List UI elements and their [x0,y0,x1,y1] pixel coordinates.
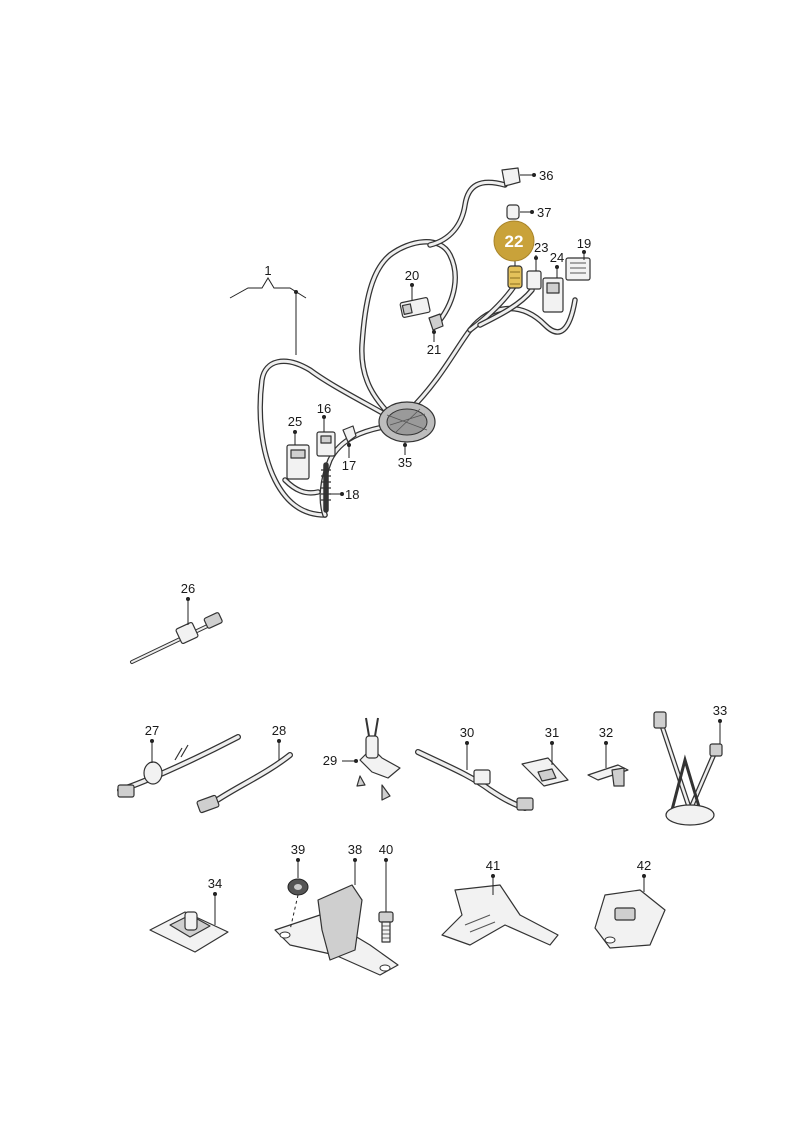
cable-tie-26[interactable] [130,612,223,664]
clip-36[interactable] [501,167,521,187]
callout-28-label[interactable]: 28 [272,723,286,738]
bracket-38[interactable] [274,884,399,976]
callout-31-label[interactable]: 31 [545,725,559,740]
sleeve-18[interactable] [321,462,331,513]
callout-33-label[interactable]: 33 [713,703,727,718]
callout-25-label[interactable]: 25 [288,414,302,429]
connector-19[interactable] [565,257,591,281]
highlight-badge-22[interactable]: 22 [493,220,535,262]
callout-29-label[interactable]: 29 [323,753,337,768]
callout-26-label[interactable]: 26 [181,581,195,596]
callout-36-label[interactable]: 36 [539,168,553,183]
callout-41-label[interactable]: 41 [486,858,500,873]
connector-25[interactable] [286,444,310,480]
clip-32[interactable] [587,764,629,787]
nut-39[interactable] [287,878,309,896]
callout-34-label[interactable]: 34 [208,876,222,891]
cable-tie-30[interactable] [415,749,534,811]
callout-labels: 1 16 17 18 19 20 21 23 24 25 26 27 28 29… [145,168,727,891]
bolt-40[interactable] [378,911,394,943]
connector-20[interactable] [399,297,431,318]
connector-22[interactable] [507,265,523,289]
cable-tie-28[interactable] [196,752,293,814]
clip-17[interactable] [342,425,357,443]
clip-31[interactable] [521,757,569,787]
callout-24-label[interactable]: 24 [550,250,564,265]
callout-1-label[interactable]: 1 [264,263,271,278]
callout-42-label[interactable]: 42 [637,858,651,873]
connector-16[interactable] [316,431,336,457]
cable-tie-27[interactable] [117,734,241,798]
callout-37-label[interactable]: 37 [537,205,551,220]
callout-19-label[interactable]: 19 [577,236,591,251]
callout-32-label[interactable]: 32 [599,725,613,740]
callout-16-label[interactable]: 16 [317,401,331,416]
callout-35-label[interactable]: 35 [398,455,412,470]
callout-17-label[interactable]: 17 [342,458,356,473]
holder-33[interactable] [653,711,723,826]
callout-18-label[interactable]: 18 [345,487,359,502]
callout-20-label[interactable]: 20 [405,268,419,283]
callout-22-label: 22 [505,232,524,251]
callout-40-label[interactable]: 40 [379,842,393,857]
callout-39-label[interactable]: 39 [291,842,305,857]
grommet-35[interactable] [378,401,436,443]
leader-lines [150,173,722,931]
pin-37[interactable] [506,204,520,220]
holder-29[interactable] [356,717,401,801]
connector-23[interactable] [526,270,542,290]
callout-27-label[interactable]: 27 [145,723,159,738]
callout-30-label[interactable]: 30 [460,725,474,740]
bracket-41[interactable] [441,884,559,946]
bracket-34[interactable] [149,911,229,953]
connector-24[interactable] [542,277,564,313]
clip-21[interactable] [428,313,444,331]
callout-21-label[interactable]: 21 [427,342,441,357]
badge-circle [493,220,535,262]
callout-23-label[interactable]: 23 [534,240,548,255]
bracket-42[interactable] [594,889,666,949]
callout-38-label[interactable]: 38 [348,842,362,857]
